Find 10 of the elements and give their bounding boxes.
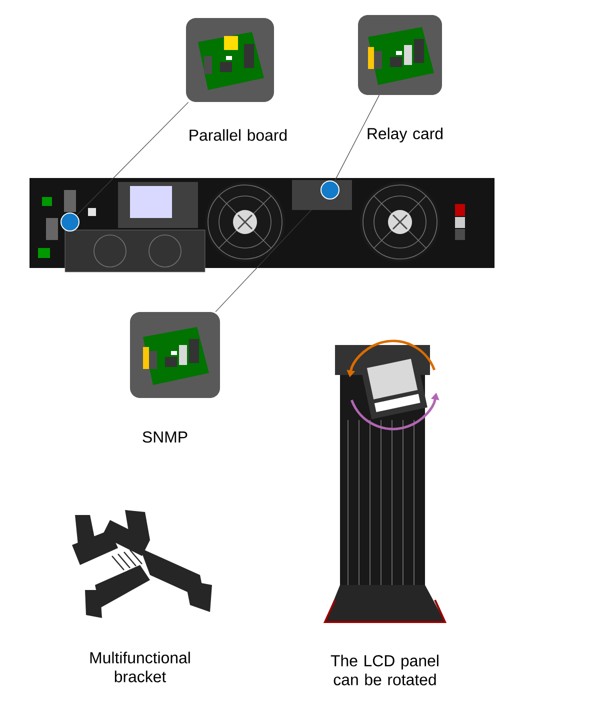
marker-dot <box>320 180 340 200</box>
picture-caption: Multifunctional bracket <box>90 652 190 682</box>
marker-dot <box>60 212 80 232</box>
leader-line <box>215 196 324 312</box>
picture-caption: Parallel board <box>190 129 287 141</box>
picture-caption: SNMP <box>142 431 188 443</box>
picture-caption: Relay card <box>368 128 442 142</box>
rear-panel-picture <box>30 178 494 272</box>
picture-caption: The LCD panel can be rotated <box>330 654 438 686</box>
leader-line <box>334 94 380 182</box>
